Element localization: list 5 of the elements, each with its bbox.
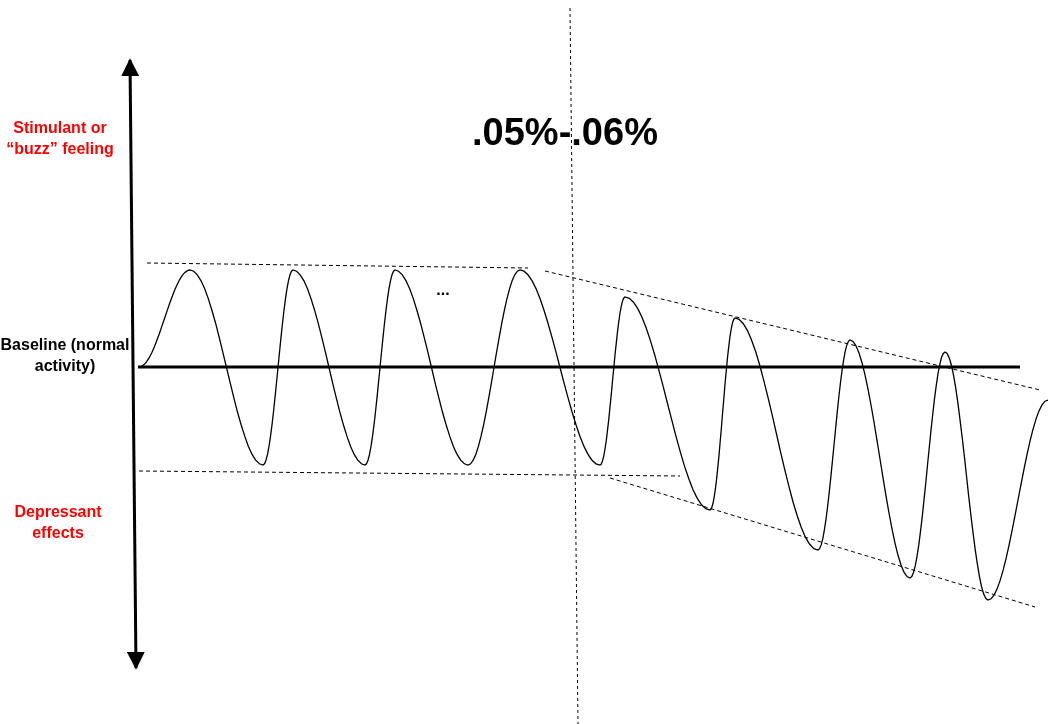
axis-label: Stimulant or “buzz” feeling bbox=[5, 118, 115, 159]
axis-label: Baseline (normal activity) bbox=[0, 335, 130, 376]
ellipsis-text: ... bbox=[435, 280, 451, 300]
axis-label: Depressant effects bbox=[13, 502, 103, 543]
concentration-label: .05%-.06% bbox=[471, 110, 659, 155]
